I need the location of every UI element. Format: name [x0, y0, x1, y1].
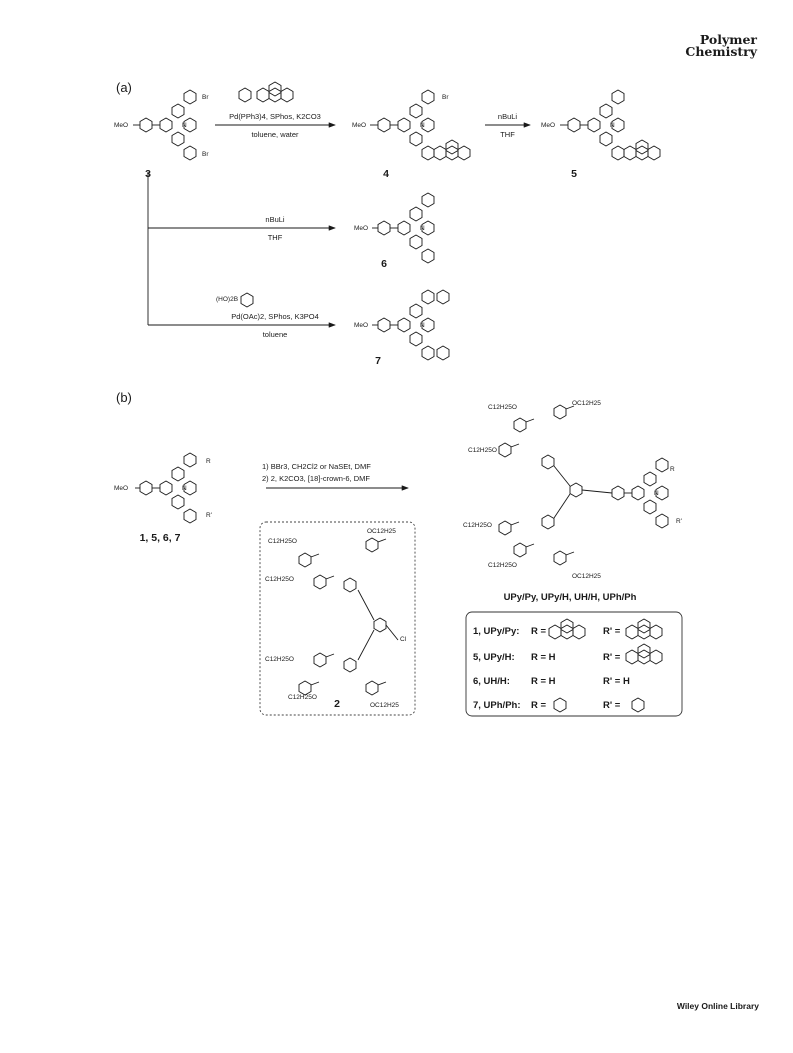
- legend-row-3-rp: R' = H: [603, 676, 630, 687]
- legend-pyrene-rp-5: [626, 644, 662, 664]
- legend-row-3: 6, UH/H: R = H R' = H: [473, 676, 630, 687]
- label-n-6: N: [420, 225, 425, 232]
- dendron-2-box: [259, 521, 416, 716]
- legend-row-3-compound: 6, UH/H:: [473, 676, 510, 687]
- label-n-4: N: [420, 122, 425, 129]
- dendron-c12o-3: C12H25O: [265, 656, 294, 663]
- r3-condition-line2: THF: [267, 233, 283, 242]
- product-rp: R': [676, 518, 682, 525]
- compound-2-label: 2: [334, 698, 340, 710]
- legend-row-4: 7, UPh/Ph: R = R' =: [473, 700, 620, 711]
- legend-pyrene-r-1: [549, 619, 585, 639]
- legend-pyrene-rp-1: [626, 619, 662, 639]
- legend-row-2-compound: 5, UPy/H:: [473, 652, 515, 663]
- legend-row-2-rp: R' =: [603, 652, 621, 663]
- r4-reagent-label: (HO)2B: [216, 296, 239, 303]
- legend-row-3-r: R = H: [531, 676, 556, 687]
- compound-3-label: 3: [145, 168, 151, 180]
- label-n-7: N: [420, 322, 425, 329]
- legend-row-2-r: R = H: [531, 652, 556, 663]
- legend-phenyl-r-7: [553, 697, 567, 713]
- legend-row-4-rp: R' =: [603, 700, 621, 711]
- compound-5-structure: [560, 90, 660, 160]
- label-meo-b: MeO: [114, 485, 129, 492]
- product-c12o-1: C12H25O: [488, 404, 517, 411]
- compound-7-structure: [372, 289, 450, 361]
- label-br-4: Br: [442, 94, 449, 101]
- legend-box: [465, 611, 683, 717]
- journal-name-line1: Polymer: [699, 32, 757, 47]
- legend-row-1-rp: R' =: [603, 626, 621, 637]
- r3-condition-line1: nBuLi: [265, 215, 285, 224]
- label-meo-6: MeO: [354, 225, 369, 232]
- compound-7-label: 7: [375, 355, 381, 367]
- label-n-5: N: [610, 122, 615, 129]
- journal-name-line2: Chemistry: [685, 44, 757, 59]
- label-r-b: R: [206, 458, 211, 465]
- dendron-oc12-1: OC12H25: [367, 528, 396, 535]
- dendron-c12o-2: C12H25O: [265, 576, 294, 583]
- legend-row-2: 5, UPy/H: R = H R' =: [473, 652, 620, 663]
- product-oc12-1: OC12H25: [572, 400, 601, 407]
- r2-condition-line1: nBuLi: [497, 112, 518, 121]
- legend-phenyl-rp-7: [631, 697, 645, 713]
- footer-wiley-online-library[interactable]: Wiley Online Library: [676, 1001, 759, 1011]
- r4-condition-line2: toluene: [262, 330, 288, 339]
- compound-4-label: 4: [383, 168, 389, 180]
- legend-row-4-compound: 7, UPh/Ph:: [473, 700, 521, 711]
- b-condition-line2: 2) 2, K2CO3, [18]-crown-6, DMF: [262, 474, 370, 483]
- label-n-b: N: [182, 485, 187, 492]
- product-c12o-2: C12H25O: [468, 447, 497, 454]
- compound-6-structure: [372, 193, 434, 263]
- compound-6-label: 6: [381, 258, 387, 270]
- compound-3-structure: [133, 90, 196, 160]
- compound-5-label: 5: [571, 168, 577, 180]
- dendron-oc12-2: OC12H25: [370, 702, 399, 709]
- label-rp-b: R': [206, 512, 212, 519]
- legend-row-1: 1, UPy/Py: R = R' =: [473, 626, 620, 637]
- product-r: R: [670, 466, 675, 473]
- r2-condition-line2: THF: [500, 130, 515, 139]
- r1-condition-line1: Pd(PPh3)4, SPhos, K2CO3: [229, 112, 321, 121]
- r4-condition-line1: Pd(OAc)2, SPhos, K3PO4: [231, 312, 319, 321]
- r1-condition-line2: toluene, water: [251, 130, 299, 139]
- panel-a-label: (a): [116, 80, 132, 95]
- pyrene-boronate-reagent: [238, 82, 293, 103]
- label-meo-7: MeO: [354, 322, 369, 329]
- legend-row-1-r: R =: [531, 626, 547, 637]
- label-meo-3: MeO: [114, 122, 129, 129]
- journal-name: Polymer Chemistry: [685, 32, 757, 59]
- label-meo-4: MeO: [352, 122, 367, 129]
- compound-1-5-6-7-structure: [135, 453, 196, 523]
- legend-row-1-compound: 1, UPy/Py:: [473, 626, 520, 637]
- product-list-label: UPy/Py, UPy/H, UH/H, UPh/Ph: [503, 592, 637, 603]
- label-meo-5: MeO: [541, 122, 556, 129]
- product-oc12-2: OC12H25: [572, 573, 601, 580]
- product-c12o-3: C12H25O: [463, 522, 492, 529]
- panel-b-label: (b): [116, 390, 132, 405]
- phenylboronic-acid-ring: [240, 292, 254, 308]
- product-n: N: [654, 490, 659, 497]
- label-br-3-bottom: Br: [202, 151, 209, 158]
- dendron-2-structure: [299, 538, 399, 695]
- dendron-cl: Cl: [400, 636, 407, 643]
- compound-4-structure: [370, 90, 470, 160]
- dendron-c12o-1: C12H25O: [268, 538, 297, 545]
- dendrimer-product-structure: [499, 405, 668, 565]
- legend-row-4-r: R =: [531, 700, 547, 711]
- b-condition-line1: 1) BBr3, CH2Cl2 or NaSEt, DMF: [262, 462, 371, 471]
- label-n-3: N: [182, 122, 187, 129]
- product-c12o-4: C12H25O: [488, 562, 517, 569]
- label-br-3-top: Br: [202, 94, 209, 101]
- dendron-c12o-4: C12H25O: [288, 694, 317, 701]
- compound-list-label: 1, 5, 6, 7: [139, 532, 181, 544]
